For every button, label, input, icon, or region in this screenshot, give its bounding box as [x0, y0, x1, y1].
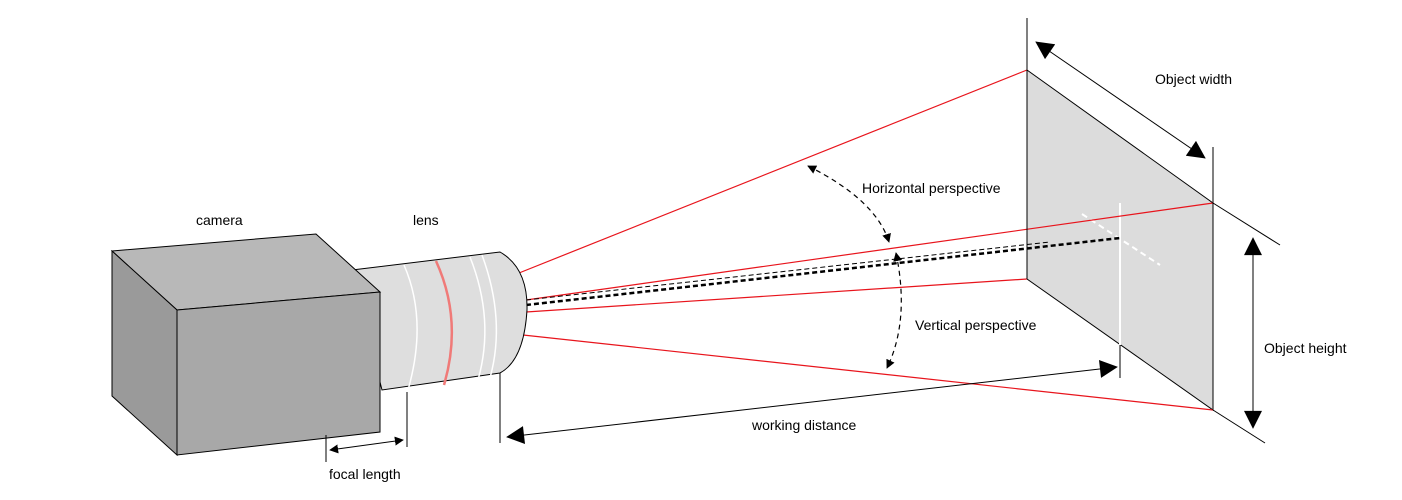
camera-front-face	[176, 291, 381, 456]
lens-ring-3	[481, 254, 498, 379]
optical-axis-line	[525, 236, 1121, 307]
working-distance-label: working distance	[751, 417, 856, 433]
focal-length-arrow	[329, 436, 404, 454]
camera-body	[110, 233, 382, 457]
vertical-perspective-arc	[886, 252, 903, 369]
object-width-label: Object width	[1155, 71, 1232, 87]
lens-label: lens	[413, 212, 439, 228]
object-height-label: Object height	[1264, 340, 1347, 356]
optical-axis-line-2	[525, 241, 1051, 301]
lens-focus-ring	[434, 260, 454, 386]
lens	[351, 251, 528, 391]
object-center-horizontal	[1081, 213, 1161, 266]
vertical-perspective-label: Vertical perspective	[915, 317, 1037, 333]
reference-lines	[325, 18, 1281, 462]
horizontal-perspective-arc	[807, 165, 891, 243]
focal-length-label: focal length	[329, 466, 401, 482]
object-width-arrow	[1035, 41, 1206, 159]
working-distance-arrow	[506, 360, 1118, 444]
field-of-view-rays	[518, 69, 1214, 411]
lens-ring-2	[469, 256, 486, 381]
horizontal-perspective-label: Horizontal perspective	[862, 180, 1001, 196]
camera-label: camera	[196, 212, 243, 228]
lens-ring-1	[403, 264, 418, 391]
